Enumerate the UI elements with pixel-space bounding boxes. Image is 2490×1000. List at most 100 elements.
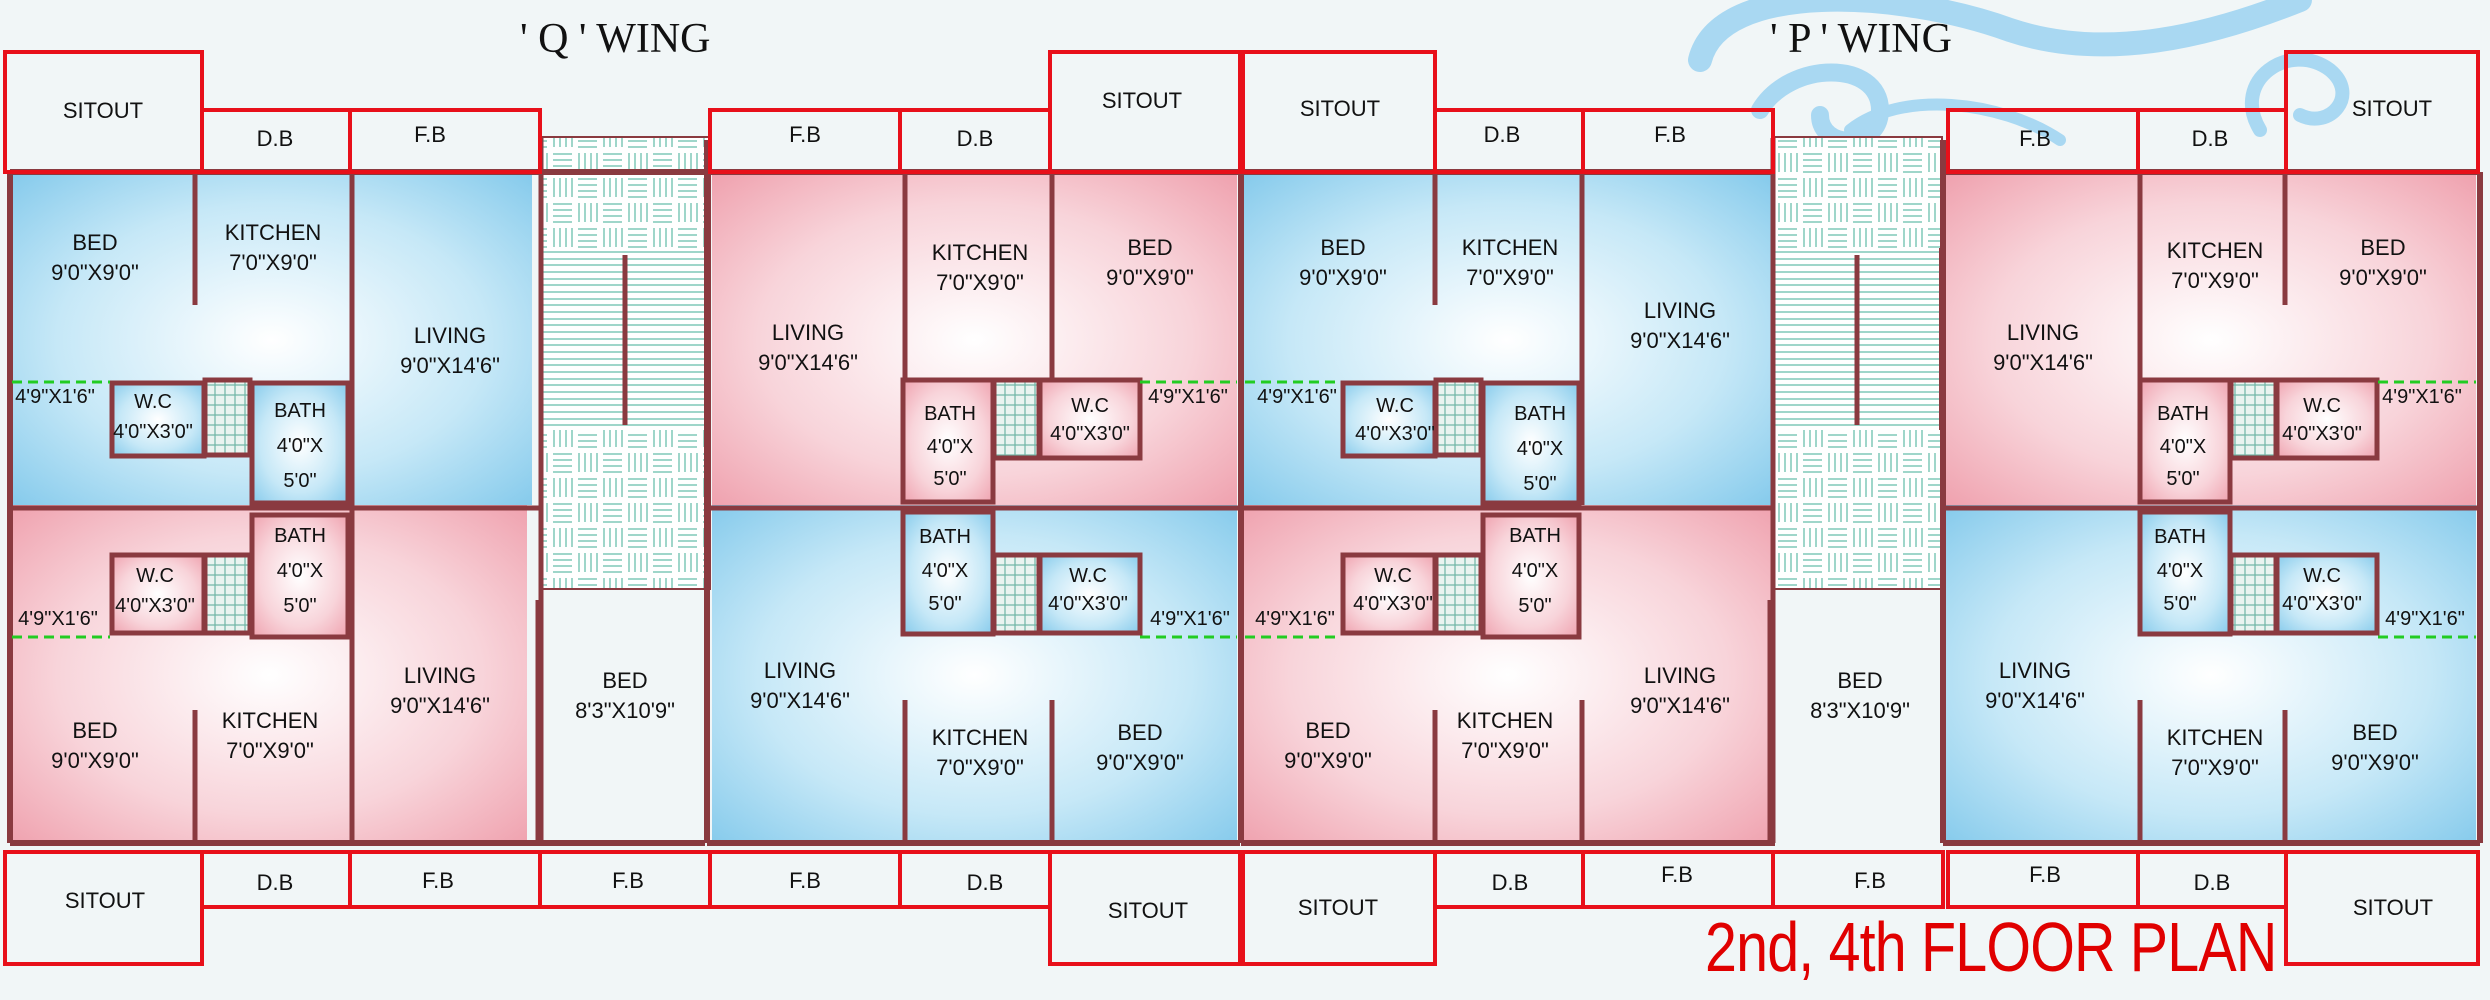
room-label: 4'0"X — [1512, 560, 1559, 582]
room-label: W.C — [1374, 565, 1412, 587]
room-label: BATH — [924, 403, 976, 425]
room-label: 5'0" — [2163, 593, 2196, 615]
room-label: 9'0"X9'0" — [1096, 750, 1184, 775]
wall — [109, 552, 207, 636]
room-label: 5'0" — [928, 593, 961, 615]
wall — [2137, 377, 2233, 505]
room-label: 4'9"X1'6" — [2385, 608, 2465, 630]
room-label: W.C — [1069, 565, 1107, 587]
room-label: D.B — [967, 870, 1004, 895]
room-label: 7'0"X9'0" — [1461, 738, 1549, 763]
room-label: 4'0"X3'0" — [1050, 423, 1130, 445]
wall — [1433, 552, 1484, 636]
room-label: 4'9"X1'6" — [1150, 608, 1230, 630]
room-label: BED — [1127, 235, 1172, 260]
room-label: 8'3"X10'9" — [575, 698, 675, 723]
room-label: W.C — [134, 391, 172, 413]
wall — [1037, 552, 1143, 636]
room-label: BED — [1305, 718, 1350, 743]
wing-label-p: ' P ' WING — [1770, 16, 1952, 62]
wall — [900, 377, 996, 505]
room-label: LIVING — [764, 658, 836, 683]
room-label: W.C — [136, 565, 174, 587]
wall — [2274, 377, 2380, 461]
sitout-frame — [2284, 50, 2480, 174]
room-label: 4'9"X1'6" — [2382, 386, 2462, 408]
wall — [202, 552, 253, 636]
room-label: 4'0"X3'0" — [1355, 423, 1435, 445]
room-label: 4'0"X — [2157, 560, 2204, 582]
room-label: 9'0"X14'6" — [758, 350, 858, 375]
wall — [1433, 377, 1484, 458]
room-label: BED — [1117, 720, 1162, 745]
room-label: D.B — [1492, 870, 1529, 895]
room-label: 4'9"X1'6" — [15, 386, 95, 408]
room-label: F.B — [612, 868, 644, 893]
room-label: LIVING — [414, 323, 486, 348]
room-label: 9'0"X14'6" — [1993, 350, 2093, 375]
room-label: F.B — [789, 122, 821, 147]
room-label: 4'0"X3'0" — [1353, 593, 1433, 615]
room-label: 7'0"X9'0" — [936, 755, 1024, 780]
sitout-frame — [1771, 850, 1945, 909]
wall — [1037, 377, 1143, 461]
room-label: W.C — [2303, 395, 2341, 417]
room-label: 4'0"X3'0" — [1048, 593, 1128, 615]
room-label: BATH — [1509, 525, 1561, 547]
room-label: 9'0"X9'0" — [1299, 265, 1387, 290]
wall — [991, 552, 1042, 636]
room-label: 4'0"X — [2160, 436, 2207, 458]
room-fills — [12, 175, 2476, 845]
room-label: 9'0"X9'0" — [51, 748, 139, 773]
room-label: 9'0"X14'6" — [750, 688, 850, 713]
room-label: D.B — [257, 126, 294, 151]
room-label: 7'0"X9'0" — [226, 738, 314, 763]
wall — [900, 509, 996, 637]
room-label: KITCHEN — [932, 240, 1029, 265]
room-label: 4'0"X3'0" — [115, 595, 195, 617]
room-label: KITCHEN — [222, 708, 319, 733]
room-label: BED — [1837, 668, 1882, 693]
room-label: F.B — [1654, 122, 1686, 147]
room-label: 7'0"X9'0" — [2171, 268, 2259, 293]
wing-label-q: ' Q ' WING — [520, 16, 711, 62]
room-label: KITCHEN — [1457, 708, 1554, 733]
room-label: 9'0"X9'0" — [1106, 265, 1194, 290]
room-label: W.C — [2303, 565, 2341, 587]
sitout-frames — [3, 50, 2480, 966]
plan-title: 2nd, 4th FLOOR PLAN — [1705, 908, 2277, 986]
wall — [2228, 377, 2279, 461]
room-label: D.B — [257, 870, 294, 895]
sitout-frame — [1048, 850, 1242, 966]
room-label: 5'0" — [933, 468, 966, 490]
room-label: LIVING — [404, 663, 476, 688]
room-label: SITOUT — [1102, 88, 1182, 113]
room-label: 9'0"X9'0" — [1284, 748, 1372, 773]
room-label: F.B — [422, 868, 454, 893]
room-label: 9'0"X14'6" — [1630, 328, 1730, 353]
room-label: 4'9"X1'6" — [1148, 386, 1228, 408]
room-label: 5'0" — [1523, 473, 1556, 495]
room-label: 4'0"X — [277, 435, 324, 457]
room-label: 7'0"X9'0" — [229, 250, 317, 275]
room-label: LIVING — [772, 320, 844, 345]
room-label: W.C — [1376, 395, 1414, 417]
room-label: BED — [1320, 235, 1365, 260]
room-label: D.B — [957, 126, 994, 151]
room-label: 8'3"X10'9" — [1810, 698, 1910, 723]
room-label: 4'0"X3'0" — [2282, 593, 2362, 615]
room-label: F.B — [2029, 862, 2061, 887]
room-label: LIVING — [1999, 658, 2071, 683]
room-label: SITOUT — [2353, 895, 2433, 920]
room-label: 7'0"X9'0" — [1466, 265, 1554, 290]
room-label: 9'0"X9'0" — [51, 260, 139, 285]
room-label: F.B — [2019, 126, 2051, 151]
room-label: KITCHEN — [2167, 238, 2264, 263]
room-label: F.B — [414, 122, 446, 147]
room-label: BATH — [274, 400, 326, 422]
room-label: 9'0"X14'6" — [400, 353, 500, 378]
room-label: SITOUT — [1108, 898, 1188, 923]
room-label: BED — [2360, 235, 2405, 260]
sitout-frame — [348, 108, 542, 174]
room-label: BED — [72, 230, 117, 255]
